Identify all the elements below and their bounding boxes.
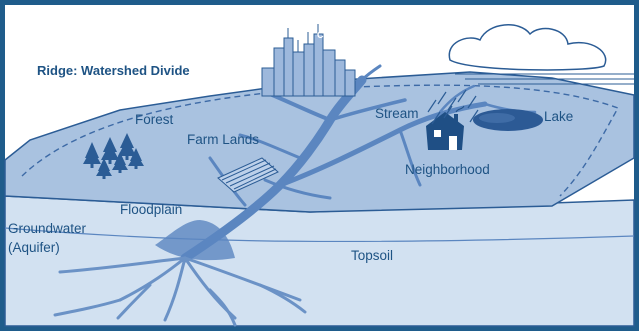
label-neighborhood: Neighborhood xyxy=(405,162,490,177)
label-topsoil: Topsoil xyxy=(351,248,393,263)
label-forest: Forest xyxy=(135,112,174,127)
label-groundwater: Groundwater xyxy=(8,221,87,236)
label-ridge-watershed-divide: Ridge: Watershed Divide xyxy=(37,63,190,78)
label-farm-lands: Farm Lands xyxy=(187,132,259,147)
label-floodplain: Floodplain xyxy=(120,202,182,217)
label-stream: Stream xyxy=(375,106,419,121)
lake-highlight xyxy=(479,113,515,123)
label-city: City xyxy=(317,30,334,40)
label-aquifer: (Aquifer) xyxy=(8,240,60,255)
label-lake: Lake xyxy=(544,109,573,124)
